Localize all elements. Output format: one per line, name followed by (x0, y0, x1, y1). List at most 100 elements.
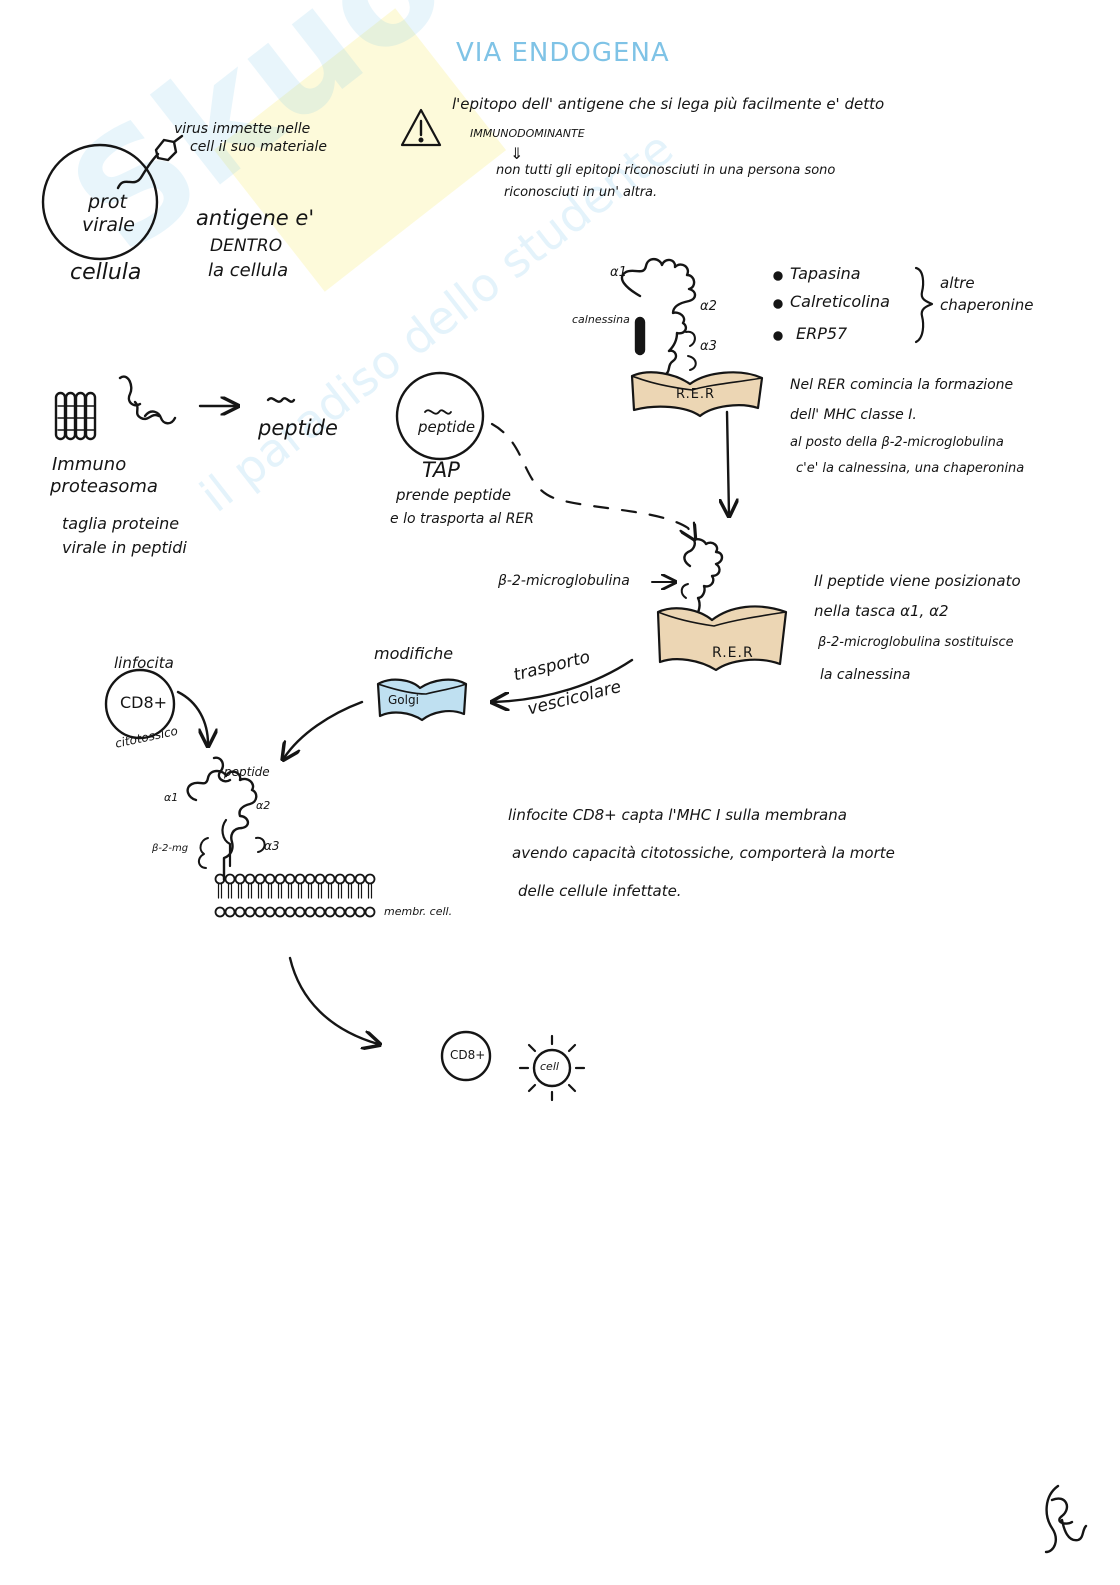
lipid-head-outer (314, 873, 326, 885)
dashed-arrow-tap-to-rer (490, 422, 694, 538)
arrow-cd8-to-mhc (176, 690, 208, 744)
cd8-label: CD8+ (120, 693, 168, 712)
peptide-squiggle (266, 397, 296, 403)
rer-top-note-line4: c'e' la calnessina, una chaperonina (796, 461, 1025, 476)
membrane-alpha3: α3 (264, 839, 280, 853)
calnexin-bar (634, 316, 646, 356)
virus-injection-line (116, 152, 160, 190)
golgi-icon (376, 678, 468, 722)
final-cell-label: cell (540, 1060, 559, 1073)
lipid-tail (367, 883, 373, 899)
golgi-label: Golgi (388, 693, 419, 707)
author-signature (1044, 1484, 1088, 1554)
lipid-head-outer (264, 873, 276, 885)
linfocite-label: linfocita (114, 654, 174, 672)
lipid-head-inner (354, 906, 366, 918)
lipid-tail (357, 883, 363, 899)
viral-protein-squiggle (118, 375, 142, 407)
antigen-line2: DENTRO (210, 236, 283, 256)
rer-top-note-line2: dell' MHC classe I. (790, 407, 917, 423)
tap-desc-line2: e lo trasporta al RER (390, 511, 535, 527)
cell-circle-line2: virale (82, 214, 135, 236)
lipid-tail (337, 883, 343, 899)
arrow-rer-down (727, 410, 729, 514)
peptide-label: peptide (258, 416, 338, 440)
membrane-label: membr. cell. (384, 905, 453, 918)
cell-circle (41, 143, 159, 261)
lipid-head-inner (304, 906, 316, 918)
proteasome-desc-line1: taglia proteine (62, 514, 180, 533)
lipid-head-outer (354, 873, 366, 885)
lipid-head-outer (274, 873, 286, 885)
lipid-head-outer (244, 873, 256, 885)
lipid-head-inner (344, 906, 356, 918)
antigen-line3: la cellula (208, 260, 289, 281)
lipid-tail (297, 883, 303, 899)
proteasome-label-line1: Immuno (52, 454, 127, 475)
lipid-head-inner (364, 906, 376, 918)
lipid-head-outer (334, 873, 346, 885)
lipid-head-inner (274, 906, 286, 918)
b2m-label: β-2-microglobulina (498, 573, 630, 589)
chaperones-group-line1: altre (940, 274, 975, 292)
tap-label: TAP (422, 458, 460, 482)
warning-line1: l'epitopo dell' antigene che si lega più… (452, 95, 885, 113)
lipid-tail (217, 883, 223, 899)
membrane-peptide-label: peptide (224, 765, 270, 779)
rer-bottom-note-line2: nella tasca α1, α2 (814, 602, 949, 620)
warning-icon (400, 108, 442, 147)
final-cd8-circle (440, 1030, 492, 1082)
warning-line4: riconosciuti in un' altra. (504, 185, 658, 200)
lipid-head-outer (284, 873, 296, 885)
lipid-head-inner (224, 906, 236, 918)
lipid-head-outer (364, 873, 376, 885)
chaperone-3: ERP57 (796, 324, 848, 343)
top-alpha3: α3 (700, 339, 717, 354)
arrow-to-final (288, 956, 378, 1044)
chaperone-2: Calreticolina (790, 292, 890, 311)
lipid-head-outer (344, 873, 356, 885)
lipid-tail (317, 883, 323, 899)
chaperone-1: Tapasina (790, 264, 861, 283)
lipid-head-outer (224, 873, 236, 885)
immunoproteasome-icon (54, 391, 97, 441)
cell-label: cellula (70, 260, 142, 285)
lipid-tail (287, 883, 293, 899)
rer-bottom-note-line1: Il peptide viene posizionato (814, 572, 1021, 590)
lipid-head-inner (244, 906, 256, 918)
chaperones-group-line2: chaperonine (940, 296, 1034, 314)
final-cd8-label: CD8+ (450, 1048, 486, 1062)
mhc-bottom-molecule (683, 538, 724, 622)
mhc-top-molecule (620, 257, 697, 377)
infected-cell-icon (518, 1034, 586, 1102)
rer-top-label: R.E.R (676, 387, 716, 402)
lipid-head-outer (234, 873, 246, 885)
top-alpha1: α1 (610, 265, 627, 280)
rer-bottom-label: R.E.R (712, 645, 754, 661)
calnexin-label: calnessina (572, 313, 630, 326)
lipid-head-outer (214, 873, 226, 885)
warning-line3: non tutti gli epitopi riconosciuti in un… (496, 163, 836, 178)
tap-desc-line1: prende peptide (396, 486, 512, 504)
lipid-head-inner (264, 906, 276, 918)
rer-bottom-icon (656, 605, 788, 672)
lipid-tail (257, 883, 263, 899)
lipid-tail (237, 883, 243, 899)
lipid-head-inner (314, 906, 326, 918)
lipid-head-inner (234, 906, 246, 918)
rer-top-icon (630, 371, 764, 418)
lipid-head-inner (334, 906, 346, 918)
warning-line2: IMMUNODOMINANTE (470, 127, 585, 140)
lipid-tail (247, 883, 253, 899)
rer-bottom-note-line4: la calnessina (820, 667, 911, 683)
tap-circle-label: peptide (418, 418, 476, 436)
lipid-head-inner (254, 906, 266, 918)
lipid-tail (277, 883, 283, 899)
rer-bottom-note-line3: β-2-microglobulina sostituisce (818, 635, 1014, 650)
antigen-line1: antigene e' (196, 206, 315, 230)
tap-circle (395, 371, 485, 461)
lipid-tail (307, 883, 313, 899)
lipid-head-outer (254, 873, 266, 885)
